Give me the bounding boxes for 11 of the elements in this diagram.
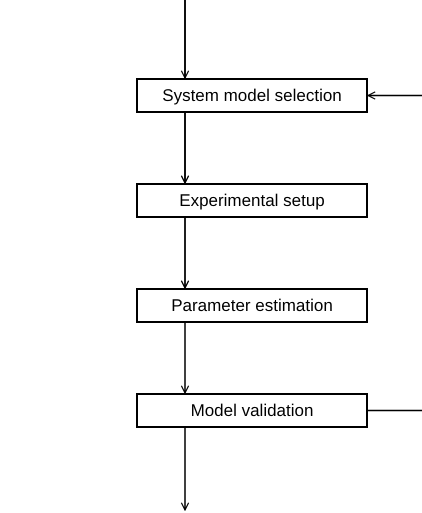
arrow: [180, 323, 190, 394]
step-label: Model validation: [190, 400, 314, 422]
step-label: Parameter estimation: [171, 294, 333, 317]
process-box: [136, 183, 368, 218]
process-box: [136, 78, 368, 113]
process-box: [136, 393, 368, 428]
arrow: [180, 428, 190, 511]
arrow: [367, 91, 422, 100]
process-box: [136, 288, 368, 323]
step-label: Experimental setup: [179, 190, 325, 212]
step-label: System model selection: [162, 84, 342, 107]
